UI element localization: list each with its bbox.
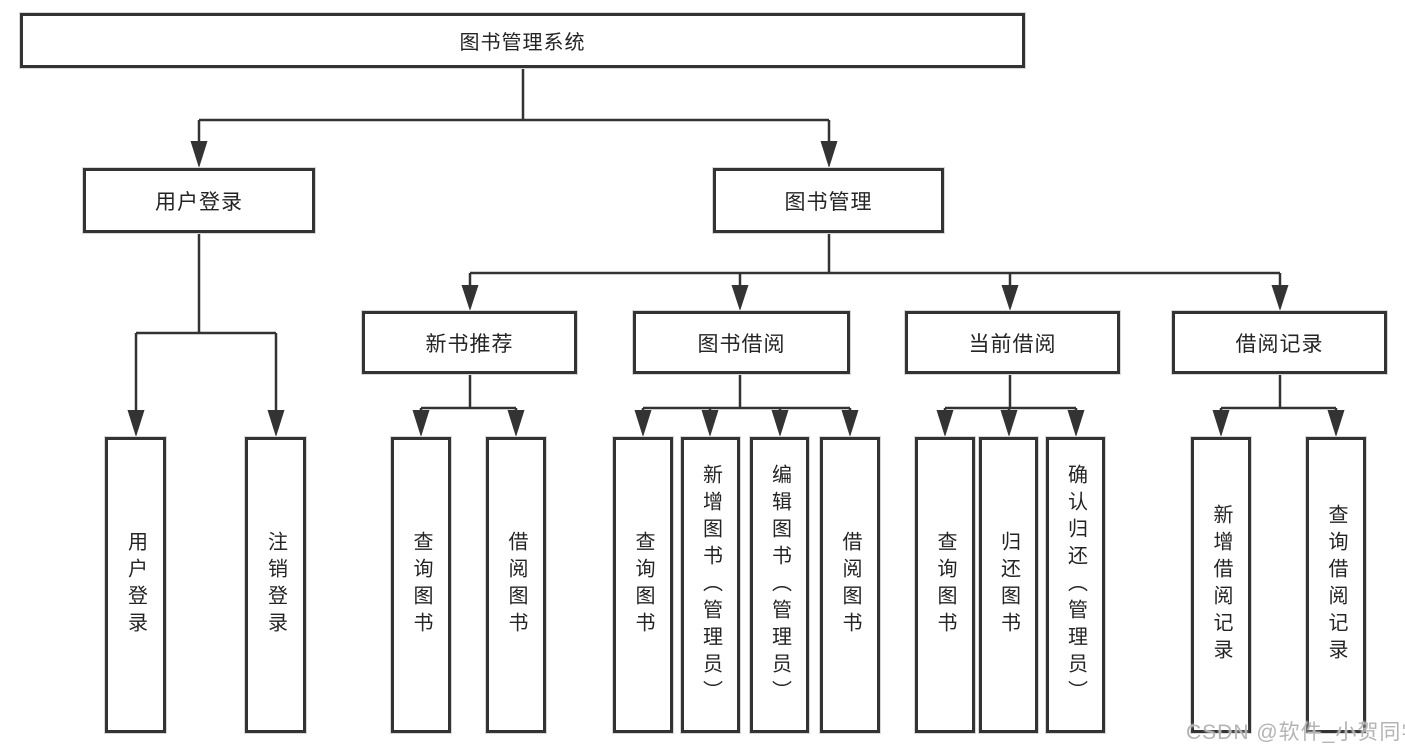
leaf-query-books-borrowing-label: 查询图书 xyxy=(632,531,654,639)
connector-user-login-to-leaves xyxy=(127,233,285,437)
leaf-query-borrow-record: 查询借阅记录 xyxy=(1306,437,1366,733)
leaf-return-books: 归还图书 xyxy=(979,437,1038,733)
node-new-book-recommend: 新书推荐 xyxy=(362,311,577,374)
node-book-management-label: 图书管理 xyxy=(784,190,873,214)
connector-book-borrow-to-leaves xyxy=(634,374,859,437)
leaf-query-borrow-record-label: 查询借阅记录 xyxy=(1325,504,1347,666)
node-current-borrowing-label: 当前借阅 xyxy=(968,332,1057,356)
leaf-borrow-books-newbooks: 借阅图书 xyxy=(486,437,546,733)
node-user-login: 用户登录 xyxy=(83,168,315,233)
leaf-confirm-return-admin-label: 确认归还（管理员） xyxy=(1064,463,1087,707)
leaf-query-books-newbooks-label: 查询图书 xyxy=(410,531,432,639)
leaf-query-books-borrowing: 查询图书 xyxy=(613,437,673,733)
csdn-watermark: CSDN @软件_小贺同学 xyxy=(1186,721,1405,744)
leaf-add-borrow-record: 新增借阅记录 xyxy=(1191,437,1251,733)
leaf-borrow-books-newbooks-label: 借阅图书 xyxy=(505,531,527,639)
leaf-logout-label: 注销登录 xyxy=(264,531,287,639)
node-root-system: 图书管理系统 xyxy=(20,13,1025,68)
node-book-borrowing-label: 图书借阅 xyxy=(697,332,786,356)
leaf-query-books-current-label: 查询图书 xyxy=(934,531,956,639)
leaf-user-login-label: 用户登录 xyxy=(124,531,147,639)
leaf-borrow-books-borrowing: 借阅图书 xyxy=(820,437,880,733)
node-user-login-label: 用户登录 xyxy=(155,190,243,214)
node-current-borrowing: 当前借阅 xyxy=(905,311,1120,374)
node-borrow-records: 借阅记录 xyxy=(1172,311,1387,374)
leaf-edit-books-admin-label: 编辑图书（管理员） xyxy=(768,463,791,707)
node-new-book-recommend-label: 新书推荐 xyxy=(425,332,514,356)
leaf-add-borrow-record-label: 新增借阅记录 xyxy=(1210,504,1232,666)
connector-root-to-level2 xyxy=(190,68,838,168)
node-borrow-records-label: 借阅记录 xyxy=(1235,332,1324,356)
leaf-add-books-admin: 新增图书（管理员） xyxy=(681,437,740,733)
leaf-edit-books-admin: 编辑图书（管理员） xyxy=(750,437,809,733)
leaf-confirm-return-admin: 确认归还（管理员） xyxy=(1046,437,1105,733)
connector-new-books-to-leaves xyxy=(412,374,525,437)
connector-book-mgmt-to-level3 xyxy=(461,233,1289,311)
leaf-borrow-books-borrowing-label: 借阅图书 xyxy=(839,531,861,639)
leaf-return-books-label: 归还图书 xyxy=(997,531,1020,639)
leaf-user-login: 用户登录 xyxy=(105,437,166,733)
leaf-logout: 注销登录 xyxy=(245,437,306,733)
connector-borrow-records-to-leaves xyxy=(1212,374,1345,437)
leaf-query-books-current: 查询图书 xyxy=(915,437,975,733)
node-book-management: 图书管理 xyxy=(713,168,944,233)
leaf-add-books-admin-label: 新增图书（管理员） xyxy=(699,463,722,707)
node-book-borrowing: 图书借阅 xyxy=(633,311,850,374)
leaf-query-books-newbooks: 查询图书 xyxy=(391,437,451,733)
node-root-label: 图书管理系统 xyxy=(459,32,586,54)
connector-current-borrow-to-leaves xyxy=(936,374,1085,437)
